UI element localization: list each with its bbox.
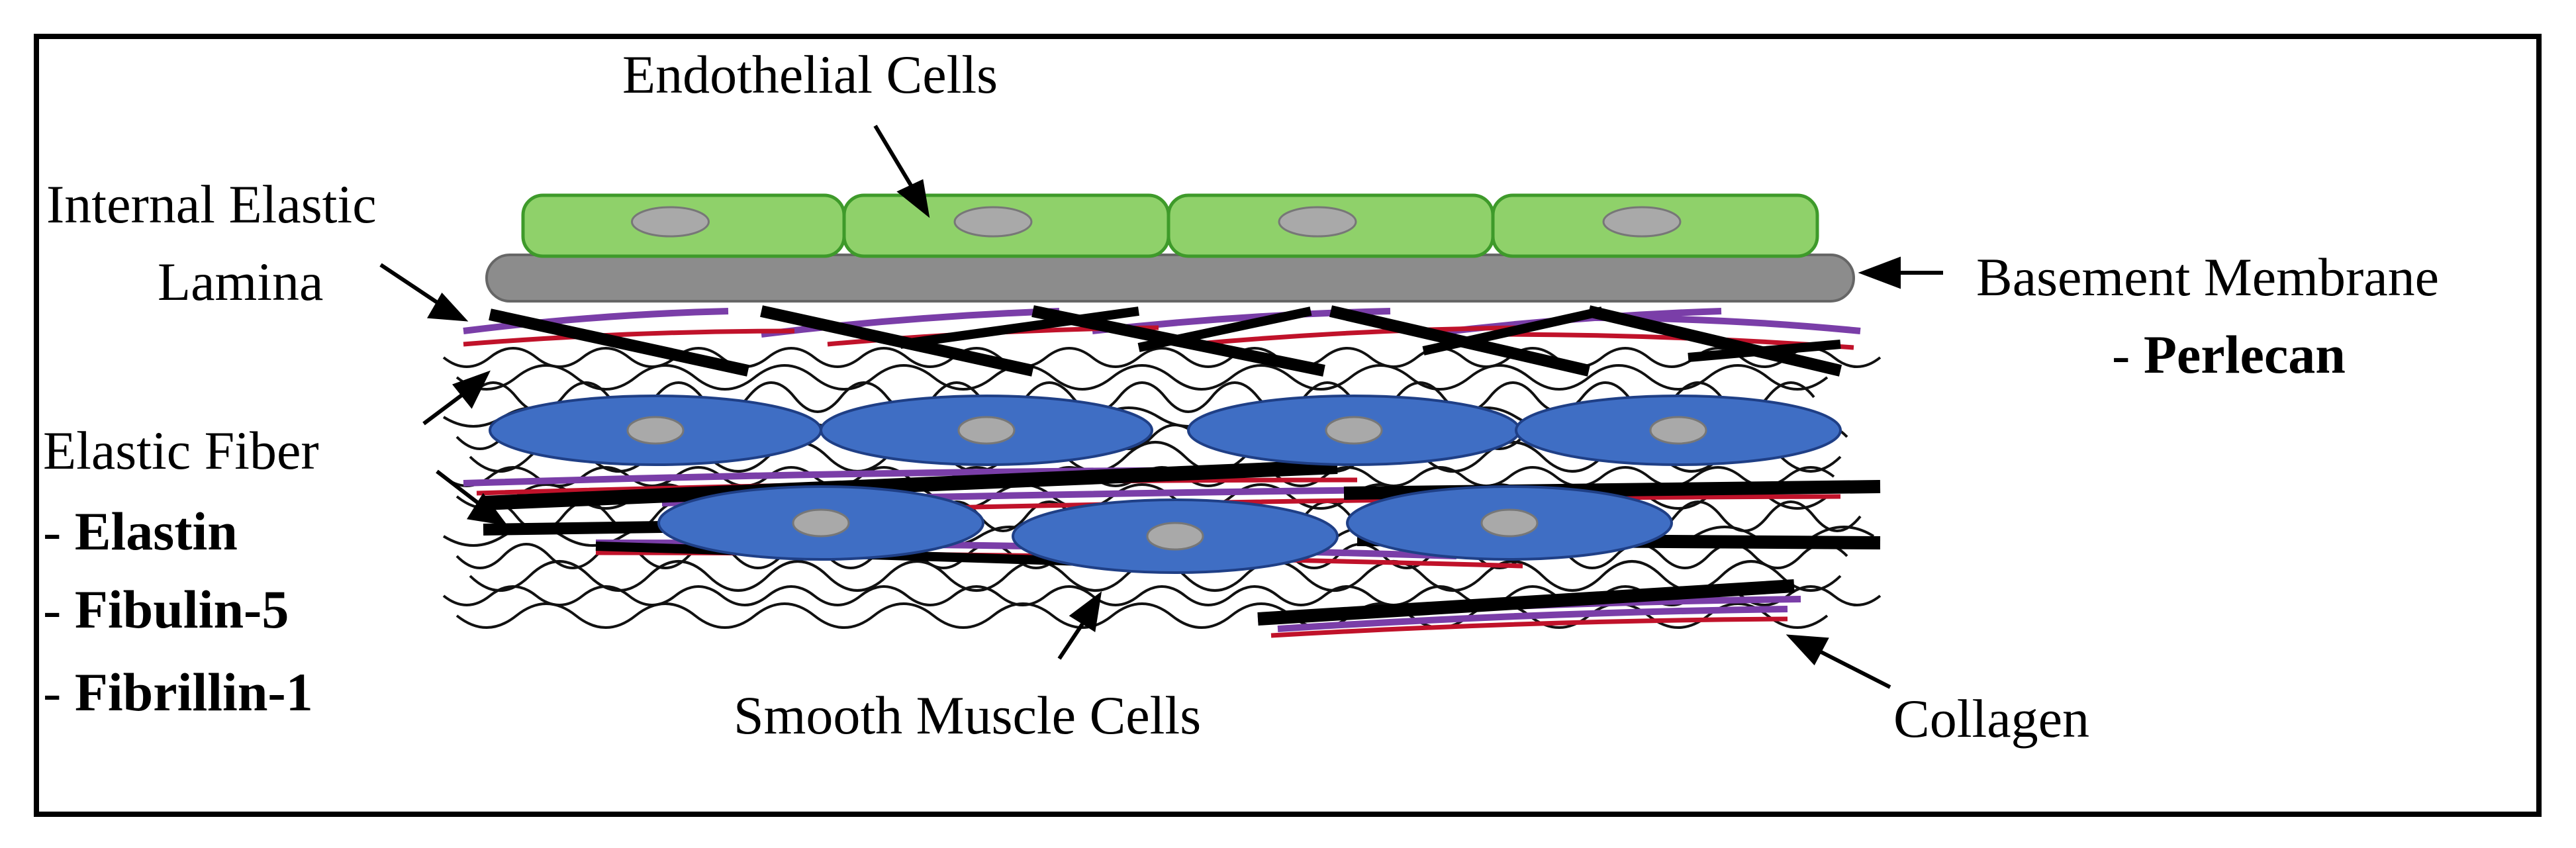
smooth-muscle-nucleus bbox=[1146, 522, 1204, 551]
smooth-muscle-nucleus bbox=[1649, 416, 1707, 445]
arrow-head-basement bbox=[1858, 256, 1901, 289]
smooth-muscle-nucleus bbox=[792, 508, 850, 538]
label-internal-elastic: Internal Elastic bbox=[46, 174, 377, 234]
endothelial-nucleus bbox=[1602, 206, 1682, 238]
collagen-fiber bbox=[469, 381, 1815, 413]
endothelial-nucleus bbox=[953, 206, 1033, 238]
elastic-bar bbox=[1422, 306, 1603, 355]
smooth-muscle-nucleus bbox=[957, 416, 1016, 445]
label-fibrillin-1: - Fibrillin-1 bbox=[43, 665, 313, 720]
fine-fiber bbox=[463, 328, 795, 347]
figure-frame bbox=[34, 34, 2542, 817]
label-smooth-muscle-cells: Smooth Muscle Cells bbox=[734, 685, 1202, 745]
endothelial-nucleus bbox=[631, 206, 710, 238]
arrow-head-endothelial bbox=[896, 179, 930, 218]
fine-fiber bbox=[1191, 325, 1523, 347]
component-fibrillin-1: Fibrillin-1 bbox=[74, 662, 313, 722]
label-elastic-fiber: Elastic Fiber bbox=[43, 420, 319, 481]
fine-fiber bbox=[1277, 606, 1788, 632]
dash: - bbox=[2112, 324, 2144, 385]
component-elastin: Elastin bbox=[74, 501, 238, 561]
smooth-muscle-cells bbox=[489, 395, 1842, 574]
elastic-bar bbox=[483, 459, 1338, 510]
basement-membrane bbox=[485, 254, 1855, 303]
dash: - bbox=[43, 501, 75, 561]
label-fibulin-5: - Fibulin-5 bbox=[43, 583, 289, 637]
label-endothelial-cells: Endothelial Cells bbox=[622, 44, 998, 105]
label-elastin: - Elastin bbox=[43, 504, 238, 559]
endothelial-cells bbox=[521, 193, 1819, 258]
label-collagen: Collagen bbox=[1893, 688, 2090, 749]
endothelial-nucleus bbox=[1278, 206, 1357, 238]
elastic-bar bbox=[489, 308, 749, 377]
elastic-bar bbox=[900, 306, 1139, 349]
elastic-bar bbox=[1137, 306, 1312, 352]
label-lamina: Lamina bbox=[158, 252, 324, 312]
dash: - bbox=[43, 662, 75, 722]
annotation-arrows bbox=[379, 124, 1943, 689]
component-perlecan: Perlecan bbox=[2143, 324, 2346, 385]
arrow-head-smooth-muscle bbox=[1069, 591, 1102, 632]
elastic-bar bbox=[1688, 340, 1841, 362]
smooth-muscle-nucleus bbox=[626, 416, 685, 445]
fine-fiber bbox=[1270, 616, 1788, 638]
elastic-bar bbox=[760, 305, 1034, 377]
arrow-head-iel bbox=[427, 292, 469, 322]
arrow-head-elastic-down bbox=[467, 493, 508, 526]
arrow-head-collagen bbox=[1786, 634, 1829, 666]
elastic-bar bbox=[1587, 305, 1842, 377]
dash: - bbox=[43, 579, 75, 639]
label-basement-membrane: Basement Membrane bbox=[1976, 247, 2440, 307]
component-fibulin-5: Fibulin-5 bbox=[74, 579, 289, 639]
fine-fiber bbox=[463, 308, 729, 334]
collagen-fiber bbox=[455, 364, 1829, 391]
label-perlecan: - Perlecan bbox=[2112, 328, 2346, 382]
smooth-muscle-nucleus bbox=[1325, 416, 1383, 445]
arrow-head-elastic-up bbox=[452, 370, 491, 409]
smooth-muscle-nucleus bbox=[1480, 508, 1539, 538]
fine-fiber bbox=[761, 308, 1060, 338]
elastic-bar bbox=[1257, 579, 1795, 626]
